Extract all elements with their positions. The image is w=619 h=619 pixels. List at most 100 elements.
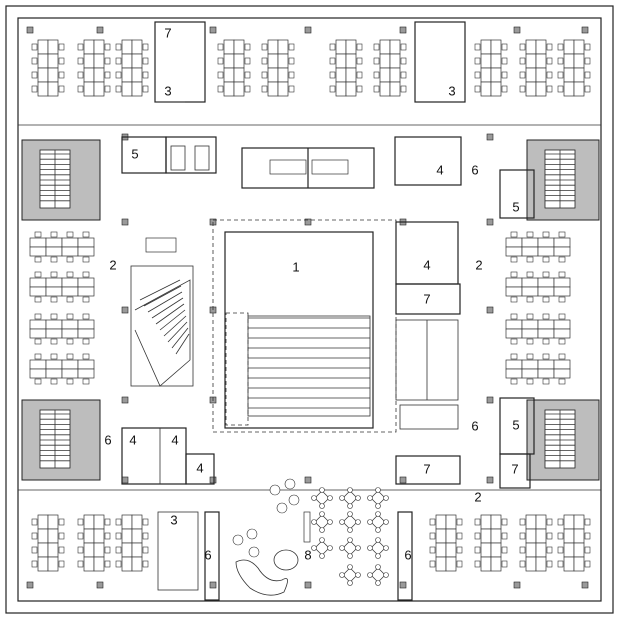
label-storage-nw: 5 — [131, 146, 138, 161]
lounge-stool — [232, 534, 244, 546]
workstation-cluster — [505, 313, 571, 345]
column — [121, 396, 129, 404]
column — [209, 476, 217, 484]
cafe-table-set — [339, 511, 361, 533]
west-meeting-table — [145, 237, 177, 253]
column — [26, 26, 34, 34]
label-pantry-e: 6 — [471, 418, 478, 433]
column — [96, 581, 104, 589]
label-meeting-nw: 3 — [164, 83, 171, 98]
pantry-partition-se — [397, 511, 413, 601]
workstation-cluster — [31, 514, 65, 572]
workstation-cluster — [505, 271, 571, 303]
cafe-table-set — [311, 537, 333, 559]
lounge-furniture — [232, 478, 389, 596]
workstation-cluster — [261, 39, 295, 97]
column — [581, 26, 589, 34]
workstation-cluster — [115, 39, 149, 97]
column — [486, 218, 494, 226]
workstation-cluster — [29, 231, 95, 263]
column — [513, 26, 521, 34]
column — [513, 581, 521, 589]
stair-core — [526, 399, 600, 481]
label-toilet-w2: 4 — [171, 432, 178, 447]
workstation-cluster — [557, 514, 591, 572]
workstation-cluster — [77, 39, 111, 97]
cafe-table-set — [339, 564, 361, 586]
cafe-table-set — [367, 487, 389, 509]
column — [304, 218, 312, 226]
workstation-cluster — [373, 39, 407, 97]
workstation-cluster — [329, 39, 363, 97]
workstation-cluster — [519, 514, 553, 572]
label-storage-se: 5 — [512, 417, 519, 432]
column — [121, 306, 129, 314]
service-room-se — [395, 455, 461, 485]
label-service-se: 7 — [423, 461, 430, 476]
stair-core — [21, 399, 101, 481]
column — [209, 26, 217, 34]
lounge-stool — [276, 502, 288, 514]
west-stair-core — [130, 265, 194, 387]
column — [486, 396, 494, 404]
column — [399, 26, 407, 34]
workstation-cluster — [217, 39, 251, 97]
column — [304, 581, 312, 589]
label-lounge: 8 — [304, 547, 311, 562]
label-meeting-ne: 3 — [448, 83, 455, 98]
column — [581, 581, 589, 589]
workstation-cluster — [29, 313, 95, 345]
storage-room-nw — [121, 136, 217, 174]
label-toilet-w1: 4 — [129, 432, 136, 447]
workstation-cluster — [474, 514, 508, 572]
label-service-e: 7 — [423, 291, 430, 306]
inner-facade — [17, 17, 602, 602]
central-atrium — [212, 219, 397, 433]
workstation-cluster — [31, 39, 65, 97]
cafe-table-set — [311, 487, 333, 509]
workstation-cluster — [519, 39, 553, 97]
label-atrium: 1 — [292, 259, 299, 274]
label-meeting-sw: 3 — [170, 512, 177, 527]
cafe-table-set — [367, 511, 389, 533]
label-circulation-w: 2 — [109, 257, 116, 272]
cafe-table-set — [311, 511, 333, 533]
lounge-sofa — [235, 559, 288, 596]
central-meeting-room — [241, 147, 375, 189]
column — [486, 306, 494, 314]
column — [121, 218, 129, 226]
building-outline — [5, 5, 614, 614]
service-room-e — [395, 283, 461, 315]
lounge-stool — [246, 528, 258, 540]
workstation-cluster — [557, 39, 591, 97]
workstation-cluster — [474, 39, 508, 97]
column — [304, 26, 312, 34]
cafe-table-set — [339, 487, 361, 509]
lounge-bench — [303, 511, 311, 543]
label-pantry-w: 6 — [104, 432, 111, 447]
cubicle-block-e — [395, 319, 459, 430]
structural-columns — [26, 26, 589, 589]
label-toilet-e: 4 — [423, 257, 430, 272]
toilet-block-ne — [394, 136, 462, 186]
workstation-clusters — [29, 39, 591, 572]
label-circulation-e: 2 — [475, 257, 482, 272]
workstation-cluster — [429, 514, 463, 572]
label-pantry-se: 6 — [404, 547, 411, 562]
cafe-table-set — [367, 537, 389, 559]
lounge-stool — [288, 494, 300, 506]
toilet-block-w — [121, 427, 215, 485]
column — [399, 476, 407, 484]
meeting-room-sw — [157, 511, 199, 591]
column — [26, 581, 34, 589]
workstation-cluster — [505, 353, 571, 385]
workstation-cluster — [115, 514, 149, 572]
lounge-stool — [269, 484, 281, 496]
column — [399, 581, 407, 589]
service-cores — [21, 139, 600, 481]
stair-core — [21, 139, 101, 221]
pantry-partition-sw — [204, 511, 220, 601]
toilet-block-e — [395, 221, 459, 285]
workstation-cluster — [505, 231, 571, 263]
